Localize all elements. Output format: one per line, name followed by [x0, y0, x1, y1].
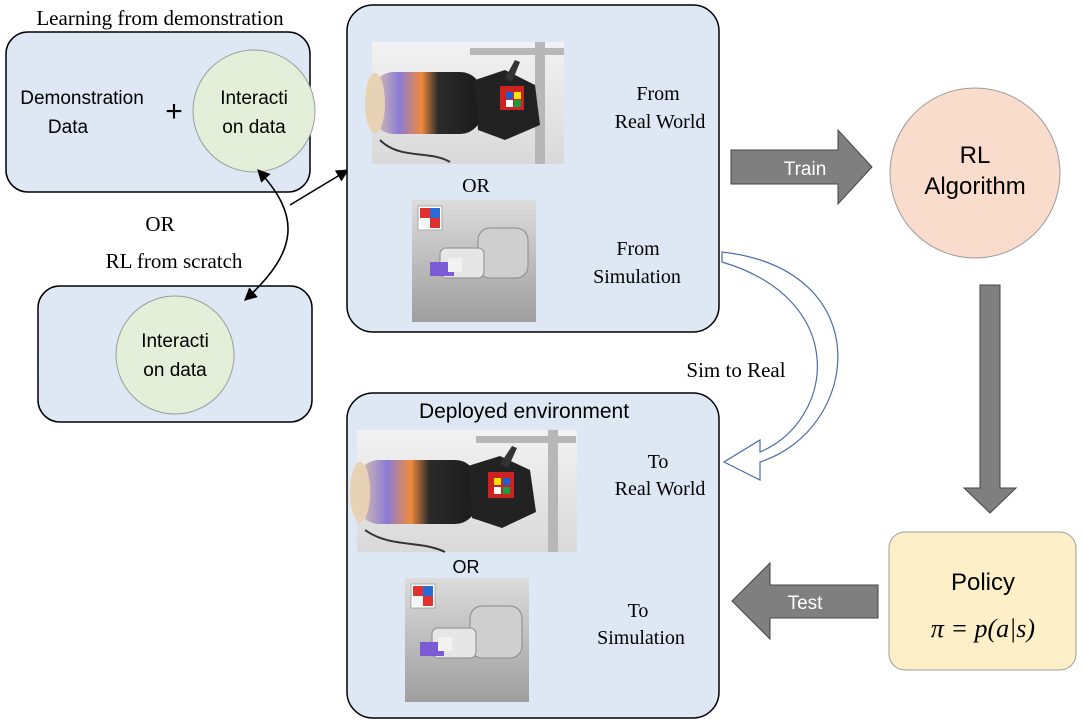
- policy-title: Policy: [951, 569, 1015, 596]
- lfd-interaction-line2: on data: [222, 117, 286, 138]
- test-arrow: [731, 561, 879, 641]
- source-sim-line2: Simulation: [593, 266, 681, 288]
- deployed-or: OR: [453, 557, 480, 577]
- deployed-real-line1: To: [648, 451, 669, 473]
- rl-line2: Algorithm: [924, 173, 1025, 200]
- train-arrow: [730, 128, 873, 206]
- connector-interaction-curve: [244, 169, 289, 301]
- scratch-interaction-circle: [115, 295, 235, 415]
- train-label: Train: [784, 159, 827, 180]
- source-or: OR: [462, 175, 490, 197]
- lfd-interaction-circle: [192, 49, 316, 173]
- sim-robot-image-bottom: [405, 578, 529, 702]
- rl-to-policy-arrow: [962, 284, 1018, 514]
- plus-sign: +: [165, 95, 183, 128]
- source-sim-line1: From: [616, 238, 660, 260]
- deployed-sim-line1: To: [628, 600, 649, 622]
- scratch-title: RL from scratch: [106, 249, 243, 273]
- policy-formula: π = p(a|s): [931, 614, 1035, 643]
- deployed-sim-line2: Simulation: [597, 627, 685, 649]
- scratch-interaction-line1: Interacti: [141, 331, 209, 352]
- source-real-line2: Real World: [615, 111, 706, 133]
- scratch-interaction-line2: on data: [143, 360, 207, 381]
- connector-to-source-arrow: [289, 169, 350, 206]
- lfd-interaction-line1: Interacti: [220, 88, 288, 109]
- policy-box: [888, 531, 1077, 671]
- source-real-line1: From: [636, 83, 680, 105]
- rl-line1: RL: [960, 142, 991, 169]
- rl-algorithm-circle: [889, 87, 1061, 259]
- real-robot-image-top: [365, 42, 564, 164]
- sim-to-real-label: Sim to Real: [686, 358, 785, 382]
- or-label: OR: [145, 212, 174, 236]
- sim-robot-image-top: [412, 200, 536, 322]
- deployed-real-line2: Real World: [615, 478, 706, 500]
- deployed-title: Deployed environment: [419, 400, 629, 423]
- test-label: Test: [788, 593, 824, 614]
- real-robot-image-bottom: [350, 430, 577, 553]
- lfd-title: Learning from demonstration: [36, 6, 284, 30]
- demonstration-label-line1: Demonstration: [20, 88, 144, 109]
- demonstration-label-line2: Data: [48, 117, 89, 138]
- sim-to-real-arrow: [721, 251, 839, 481]
